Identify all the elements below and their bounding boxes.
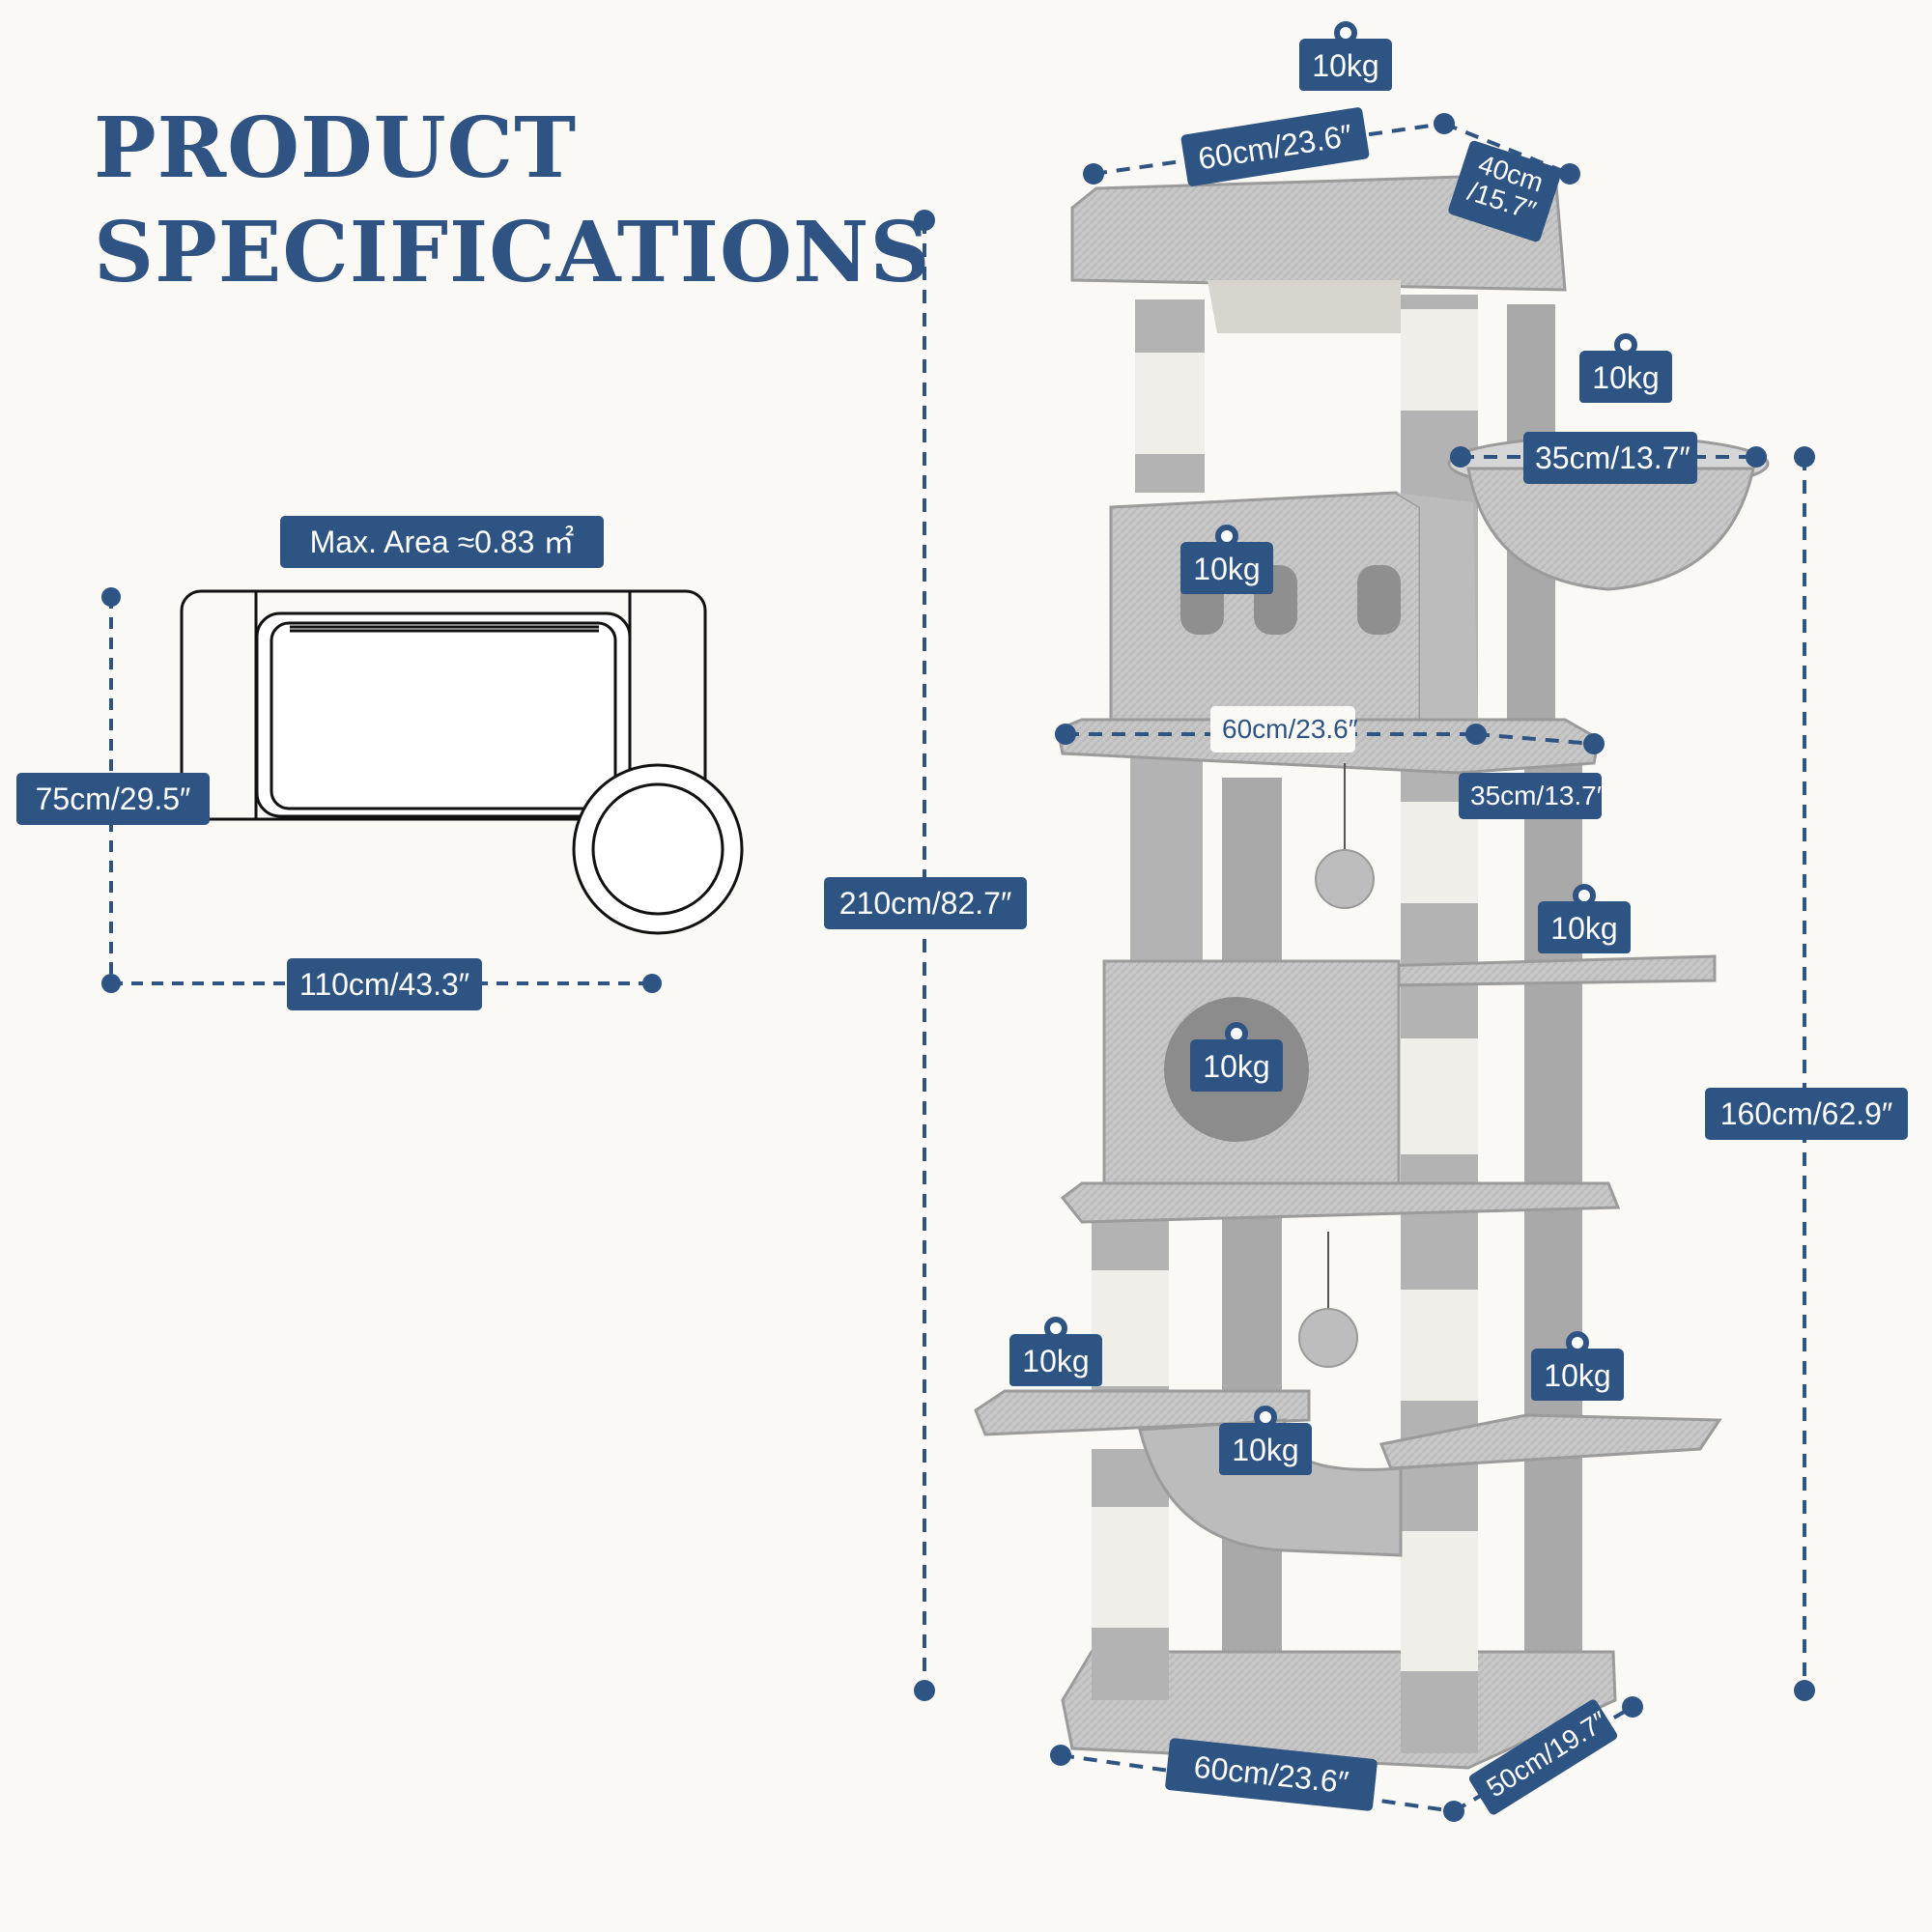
weight-badge-condo-lower: 10kg bbox=[1190, 1022, 1283, 1095]
weight-badge-hammock: 10kg bbox=[1219, 1406, 1312, 1479]
weight-badge-condo-upper: 10kg bbox=[1180, 525, 1273, 598]
weight-value: 10kg bbox=[1009, 1334, 1102, 1386]
weight-badge-top: 10kg bbox=[1299, 21, 1392, 95]
weight-badge-platform-left: 10kg bbox=[1009, 1317, 1102, 1390]
middle-width-label: 60cm/23.6″ bbox=[1210, 706, 1358, 753]
footprint-width-label: 110cm/43.3″ bbox=[287, 958, 482, 1010]
tree-dimension-dots bbox=[914, 113, 1815, 1822]
weight-value: 10kg bbox=[1579, 351, 1672, 403]
middle-depth-label: 35cm/13.7″ bbox=[1459, 773, 1606, 819]
weight-badge-platform-lower-right: 10kg bbox=[1531, 1331, 1624, 1405]
page-title: PRODUCT SPECIFICATIONS bbox=[94, 97, 931, 305]
weight-value: 10kg bbox=[1190, 1039, 1283, 1092]
basket-width-label: 35cm/13.7″ bbox=[1523, 432, 1697, 484]
title-line-1: PRODUCT bbox=[94, 99, 578, 197]
footprint-depth-label: 75cm/29.5″ bbox=[16, 773, 210, 825]
max-area-label: Max. Area ≈0.83 ㎡ bbox=[280, 516, 604, 568]
weight-value: 10kg bbox=[1538, 901, 1631, 953]
weight-value: 10kg bbox=[1299, 39, 1392, 91]
cat-tree bbox=[974, 172, 1770, 1770]
weight-value: 10kg bbox=[1219, 1423, 1312, 1475]
partial-height-label: 160cm/62.9″ bbox=[1705, 1088, 1908, 1140]
footprint-drawing bbox=[180, 589, 744, 935]
weight-badge-basket: 10kg bbox=[1579, 333, 1672, 407]
weight-value: 10kg bbox=[1531, 1349, 1624, 1401]
footprint-dimension-dots bbox=[101, 587, 662, 993]
title-line-2: SPECIFICATIONS bbox=[94, 204, 931, 301]
total-height-label: 210cm/82.7″ bbox=[824, 877, 1027, 929]
weight-badge-platform-right: 10kg bbox=[1538, 884, 1631, 957]
weight-value: 10kg bbox=[1180, 542, 1273, 594]
